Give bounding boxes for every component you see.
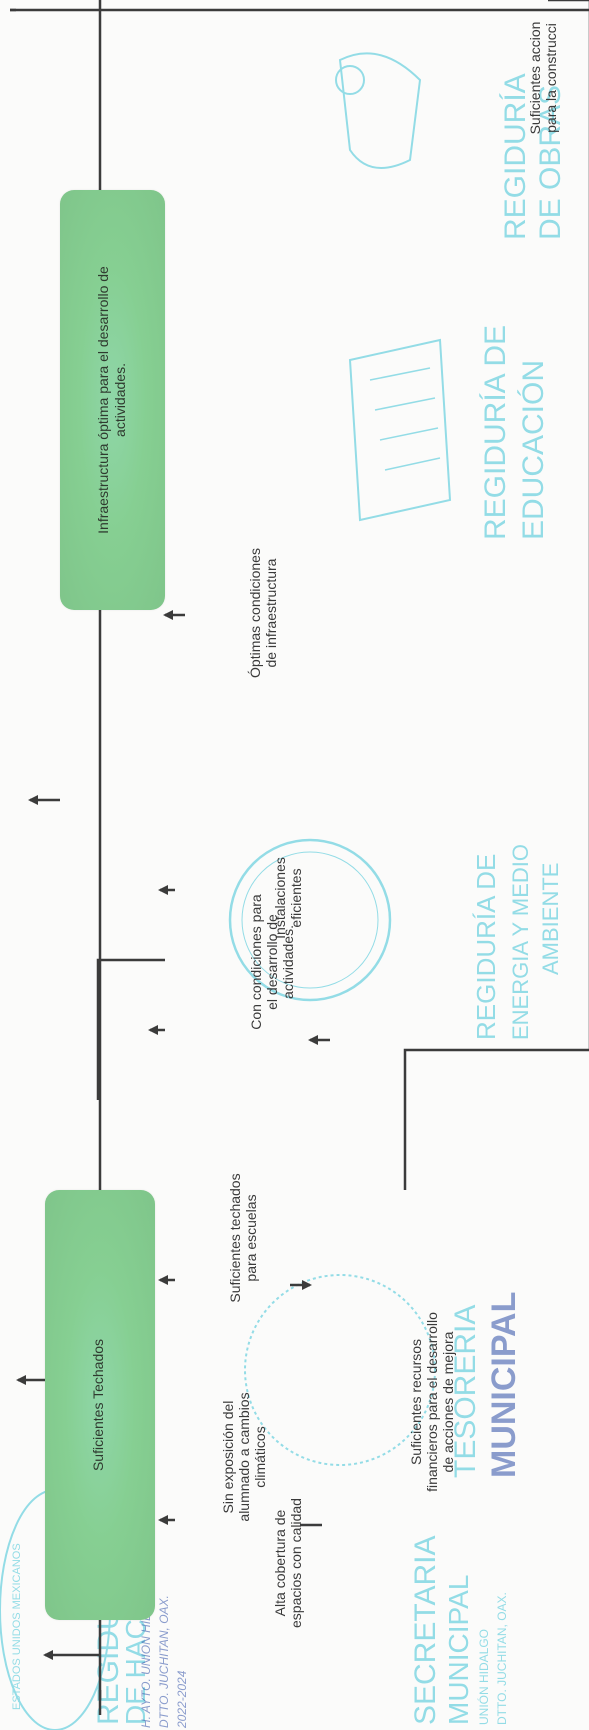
label-sin-exposicion: Sin exposición del alumnado a cambios cl…: [220, 1392, 268, 1522]
label-acciones: Suficientes accion para la construcci: [527, 21, 559, 135]
stamp-secretaria-town: UNIÓN HIDALGO: [476, 1629, 491, 1725]
line-recursos: [403, 1048, 589, 1190]
label-instalaciones: Instalaciones eficientes: [272, 857, 304, 939]
stamp-secretaria-title: SECRETARIA: [409, 1536, 442, 1725]
stamp-tesoreria-sub: MUNICIPAL: [485, 1292, 523, 1478]
bracket-con-condiciones: [96, 958, 165, 1100]
box-suficientes-techados: [45, 1190, 155, 1620]
stamp-energia-amb: AMBIENTE: [538, 863, 563, 975]
stamp-educacion-title: REGIDURÍA DE: [479, 325, 512, 540]
stamp-obras: REGIDURÍA DE OBRAS: [310, 0, 589, 265]
stamp-hacienda-dtto: DTTO. JUCHITAN, OAX.: [157, 1595, 171, 1728]
stamp-hacienda-arc: ESTADOS UNIDOS MEXICANOS: [11, 1543, 23, 1710]
box-suficientes-techados-label: Suficientes Techados: [90, 1338, 106, 1472]
stamp-secretaria-sub: MUNICIPAL: [443, 1575, 474, 1725]
stamp-energia-sub: ENERGIA Y MEDIO: [508, 844, 533, 1040]
stamp-secretaria: SECRETARIA MUNICIPAL UNIÓN HIDALGO DTTO.…: [400, 1460, 589, 1730]
label-optimas: Óptimas condiciones de infraestructura: [247, 548, 279, 678]
stamp-obras-title: REGIDURÍA: [499, 73, 532, 240]
label-alta-cobertura: Alta cobertura de espacios con calidad: [272, 1498, 304, 1628]
stamp-tesoreria: TESORERIA MUNICIPAL: [244, 1240, 589, 1485]
stamp-educacion-sub: EDUCACIÓN: [517, 360, 550, 540]
stamp-obras-sub: DE OBRAS: [534, 85, 567, 240]
stamp-secretaria-dtto: DTTO. JUCHITAN, OAX.: [495, 1592, 509, 1725]
box-infraestructura: [60, 190, 165, 610]
label-techados-escuelas: Suficientes techados para escuelas: [227, 1173, 259, 1303]
stamp-energia: REGIDURÍA DE ENERGIA Y MEDIO AMBIENTE: [228, 800, 589, 1065]
stamp-tesoreria-title: TESORERIA: [449, 1305, 482, 1478]
box-infraestructura-label: Infraestructura óptima para el desarroll…: [95, 266, 128, 534]
stamp-energia-title: REGIDURÍA DE: [471, 854, 501, 1040]
label-recursos: Suficientes recursos financieros para el…: [408, 1312, 456, 1492]
stamp-hacienda-years: 2022-2024: [175, 1670, 189, 1729]
stamp-educacion: REGIDURÍA DE EDUCACIÓN: [330, 300, 589, 565]
